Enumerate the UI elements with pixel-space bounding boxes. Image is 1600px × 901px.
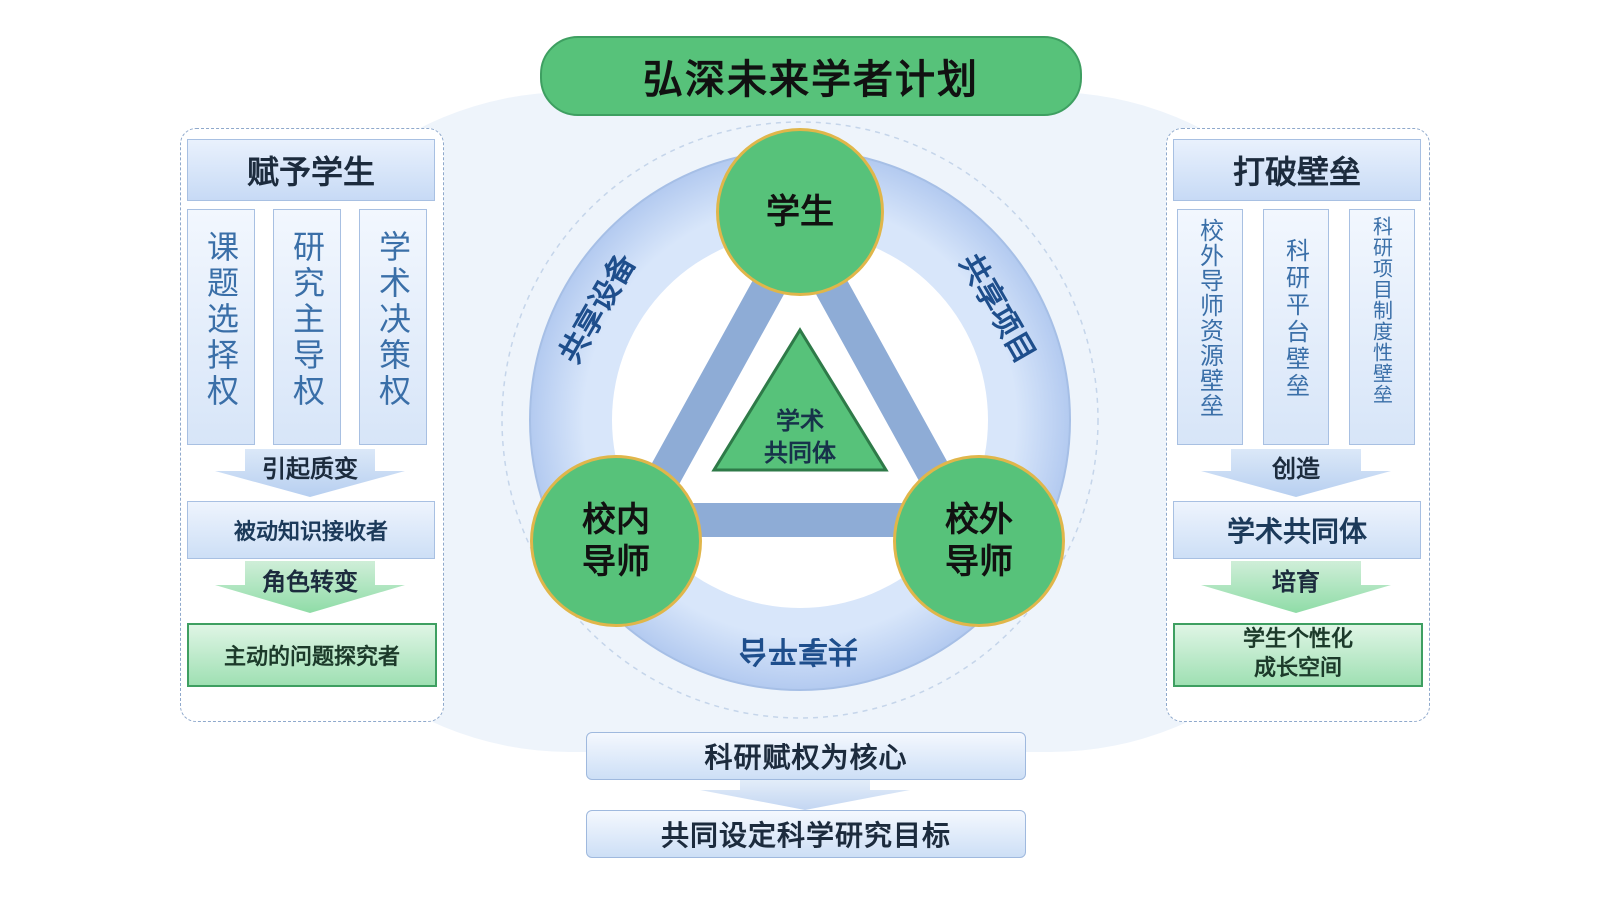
left-panel-header: 赋予学生: [187, 139, 435, 201]
down-arrow-icon: [215, 449, 405, 497]
node-external-mentor: 校外 导师: [893, 455, 1065, 627]
community-triangle: [711, 327, 889, 472]
triangle-label-line1: 学术: [776, 407, 824, 435]
node-student: 学生: [716, 128, 884, 296]
right-arrow-2: 培育: [1201, 561, 1391, 613]
bottom-box-goal: 共同设定科学研究目标: [586, 810, 1026, 858]
down-arrow-icon: [1201, 449, 1391, 497]
right-arrow-1-label: 创造: [1272, 454, 1320, 483]
left-column-3-text: 学术决策权: [374, 230, 412, 410]
node-external-mentor-line1: 校外: [945, 499, 1013, 540]
right-column-2: 科研平台壁垒: [1263, 209, 1329, 445]
bottom-arrow-icon: [700, 780, 910, 810]
node-external-mentor-line2: 导师: [945, 542, 1013, 582]
right-column-2-text: 科研平台壁垒: [1281, 238, 1310, 400]
right-panel-header: 打破壁垒: [1173, 139, 1421, 201]
left-column-2: 研究主导权: [273, 209, 341, 445]
node-internal-mentor-line2: 导师: [582, 542, 650, 582]
left-column-2-text: 研究主导权: [288, 230, 326, 410]
right-box-community: 学术共同体: [1173, 501, 1421, 559]
right-column-1: 校外导师资源壁垒: [1177, 209, 1243, 445]
left-panel: 赋予学生 课题选择权 研究主导权 学术决策权 引起质变 被动知识接收者 角色转变…: [180, 128, 444, 722]
left-arrow-2: 角色转变: [215, 561, 405, 613]
community-triangle-label: 学术 共同体: [740, 405, 860, 470]
right-box-growth-line1: 学生个性化: [1242, 627, 1353, 653]
right-column-3: 科研项目制度性壁垒: [1349, 209, 1415, 445]
right-arrow-1: 创造: [1201, 449, 1391, 497]
node-internal-mentor: 校内 导师: [530, 455, 702, 627]
outer-dashed-circle: [501, 121, 1099, 719]
triangle-label-line2: 共同体: [764, 439, 836, 468]
node-internal-mentor-line1: 校内: [582, 499, 650, 540]
triangle-frame: [611, 194, 989, 537]
left-box-passive: 被动知识接收者: [187, 501, 435, 559]
left-arrow-2-label: 角色转变: [262, 567, 358, 596]
right-column-3-text: 科研项目制度性壁垒: [1369, 216, 1394, 405]
left-column-1: 课题选择权: [187, 209, 255, 445]
bottom-box-core: 科研赋权为核心: [586, 732, 1026, 780]
down-arrow-icon: [215, 561, 405, 613]
left-box-active: 主动的问题探究者: [187, 623, 437, 687]
ring-label-shared-platform: 共享平台: [738, 633, 858, 668]
right-panel: 打破壁垒 校外导师资源壁垒 科研平台壁垒 科研项目制度性壁垒 创造 学术共同体 …: [1166, 128, 1430, 722]
down-arrow-icon: [1201, 561, 1391, 613]
left-arrow-1: 引起质变: [215, 449, 405, 497]
right-column-1-text: 校外导师资源壁垒: [1195, 218, 1224, 418]
right-box-growth: 学生个性化 成长空间: [1173, 623, 1423, 687]
left-arrow-1-label: 引起质变: [262, 454, 358, 483]
left-column-1-text: 课题选择权: [202, 230, 240, 410]
right-box-growth-line2: 成长空间: [1253, 656, 1342, 681]
right-arrow-2-label: 培育: [1272, 567, 1320, 596]
left-column-3: 学术决策权: [359, 209, 427, 445]
page-title: 弘深未来学者计划: [540, 36, 1082, 116]
